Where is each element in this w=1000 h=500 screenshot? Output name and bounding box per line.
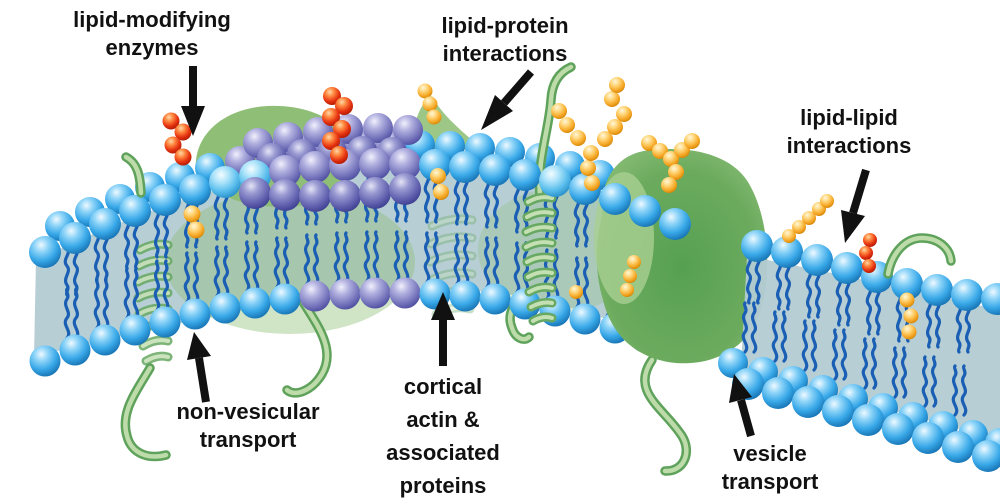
arrow-lipid-protein-interactions xyxy=(481,69,535,130)
glycan-pair-center-face xyxy=(430,168,449,200)
arrow-cortical-actin xyxy=(431,292,455,366)
extracellular-strand-hook-right xyxy=(883,233,956,279)
cytoplasmic-strand-center-left xyxy=(282,297,332,398)
arrow-non-vesicular-transport xyxy=(187,332,211,403)
glycan-branched-on-strand xyxy=(551,77,632,191)
label-lipid-protein-interactions: lipid-protein interactions xyxy=(441,13,569,66)
glycan-chain-inner xyxy=(620,255,641,297)
arrow-vesicle-transport xyxy=(729,374,755,438)
membrane-right-segment xyxy=(718,194,1000,472)
label-lipid-modifying-enzymes: lipid-modifying enzymes xyxy=(73,7,231,60)
helix-left-extracellular-tip xyxy=(121,152,146,198)
green-protein-large xyxy=(594,148,768,364)
large-protein-cytoplasmic-tail xyxy=(640,355,691,476)
glycan-chain-right-diagonal xyxy=(782,194,834,243)
glycolipid-bead-lower xyxy=(569,285,583,299)
transmembrane-helix-center xyxy=(521,62,576,326)
label-vesicle-transport: vesicle transport xyxy=(721,441,819,494)
red-enzyme-chain-right xyxy=(859,233,877,273)
glycan-chain-center-top xyxy=(417,83,442,125)
transmembrane-helix-left xyxy=(133,239,173,366)
lipid-heads-lower xyxy=(29,277,661,377)
arrow-lipid-lipid-interactions xyxy=(841,168,870,243)
glycan-branched-on-protein xyxy=(641,133,700,193)
label-cortical-actin: cortical actin & associated proteins xyxy=(386,374,500,498)
transmembrane-helix-ghost xyxy=(425,214,477,319)
red-enzyme-chain-center xyxy=(322,87,353,164)
helix-left-cytoplasmic-tail xyxy=(120,363,171,462)
label-lipid-lipid-interactions: lipid-lipid interactions xyxy=(786,105,912,158)
lipid-heads-upper-front xyxy=(29,148,691,268)
red-enzyme-chain-left xyxy=(162,112,192,166)
arrow-lipid-modifying-enzymes xyxy=(181,66,205,136)
glycan-chain-right-face xyxy=(899,292,919,340)
label-non-vesicular-transport: non-vesicular transport xyxy=(176,399,320,452)
lipid-raft-front-heads xyxy=(239,173,421,212)
glycan-pair-left xyxy=(183,205,205,239)
lipid-heads-lower-right-front xyxy=(732,368,1000,472)
